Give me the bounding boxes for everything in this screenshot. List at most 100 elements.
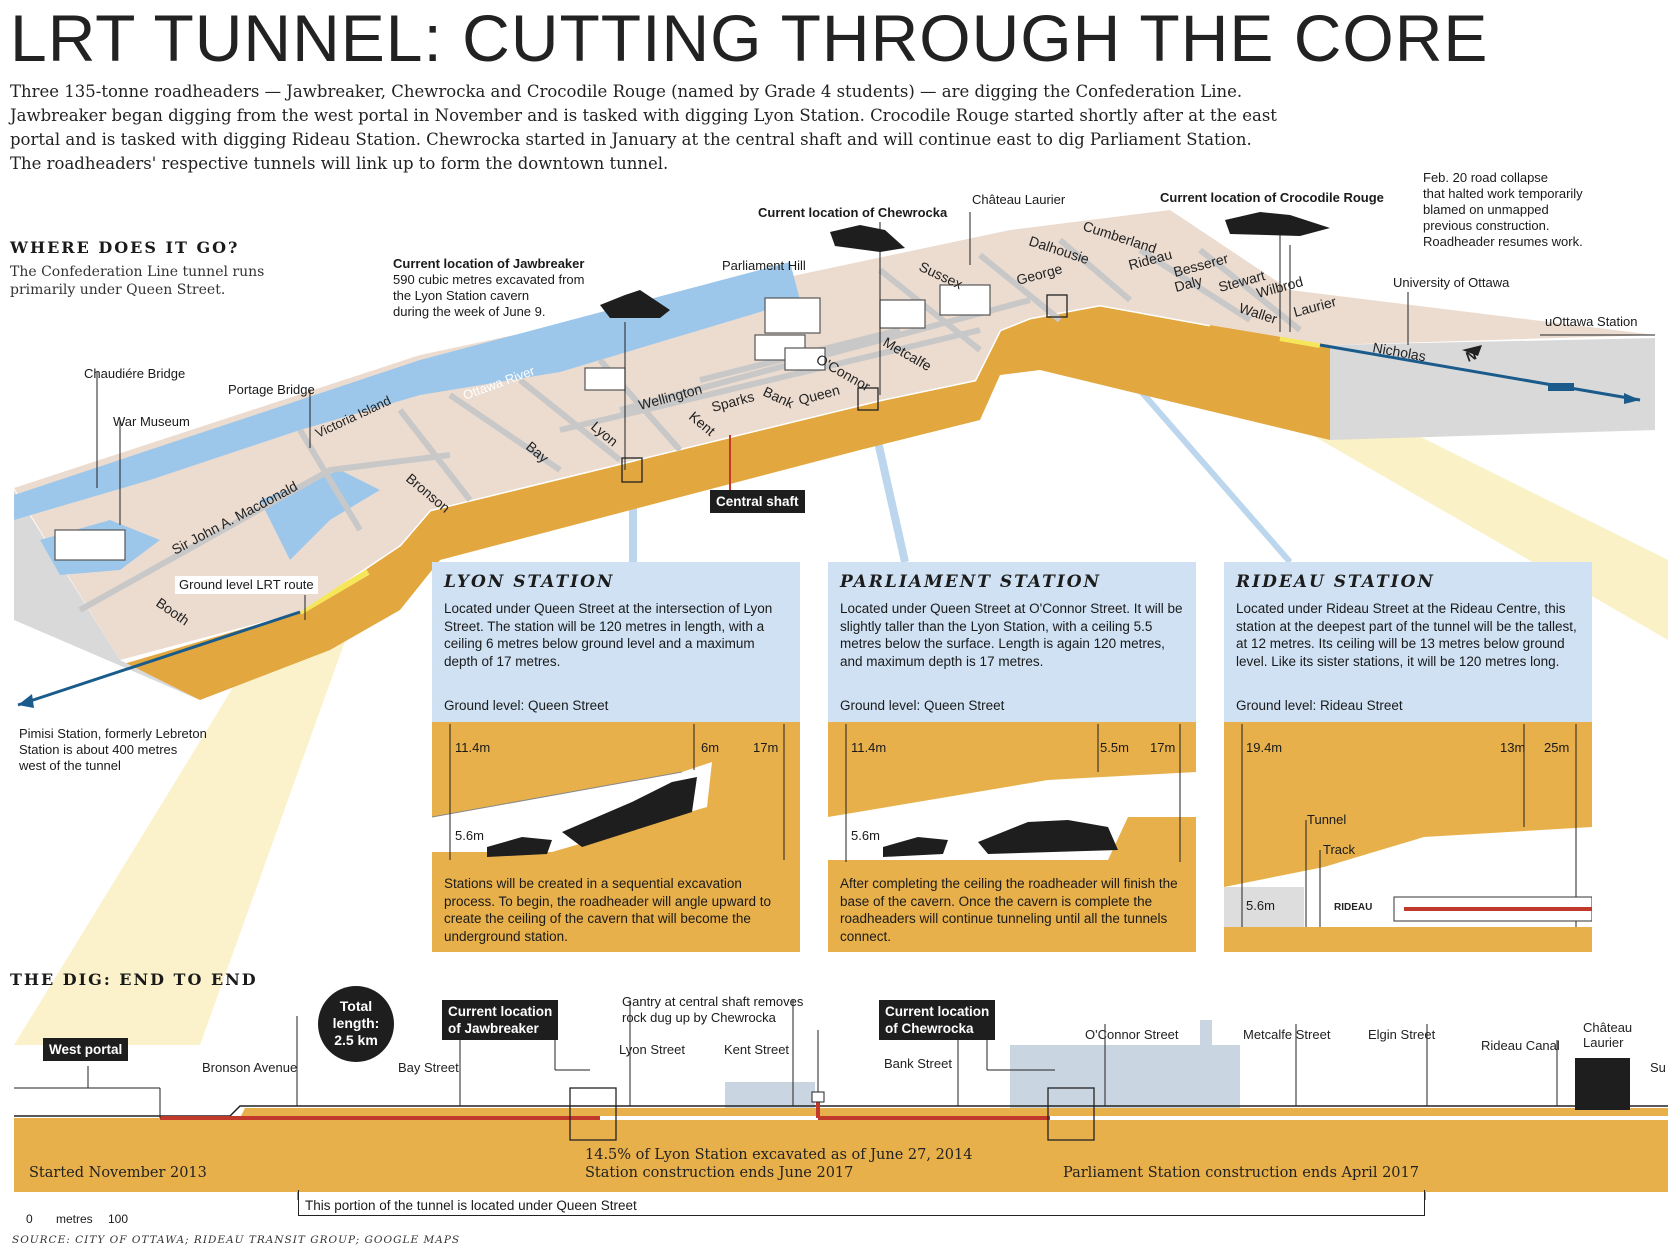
- where-sub-line: The Confederation Line tunnel runs: [10, 264, 265, 280]
- lyon-process-text: Stations will be created in a sequential…: [444, 876, 771, 944]
- track-label: Track: [1323, 842, 1356, 857]
- earth-slab: [120, 305, 1330, 700]
- jawbreaker-callout: Current location of Jawbreaker 590 cubic…: [393, 256, 584, 320]
- building: [584, 367, 626, 391]
- dimension-label: 19.4m: [1246, 740, 1283, 755]
- rideau-panel: [1224, 562, 1592, 722]
- portal-ramp-west: [298, 569, 370, 615]
- street-kent: Kent Street: [724, 1042, 790, 1057]
- lyon-station-marker: [621, 457, 643, 483]
- war-museum-building: [54, 529, 126, 561]
- street-lyon: Lyon Street: [619, 1042, 686, 1057]
- chewrocka-box: [1047, 1087, 1095, 1141]
- roadheaders: [600, 212, 1330, 318]
- portal-ramp-east: [1279, 335, 1321, 348]
- pimisi-note: Pimisi Station, formerly Lebreton Statio…: [19, 726, 207, 774]
- dimension-lines: [845, 724, 1181, 862]
- jawbreaker-location-line: of Jawbreaker: [448, 1021, 539, 1036]
- source-credit: SOURCE: CITY OF OTTAWA; RIDEAU TRANSIT G…: [12, 1234, 461, 1246]
- slab-side-west: [14, 490, 200, 700]
- collapse-line: that halted work temporarily: [1423, 186, 1583, 201]
- lyon-cavern-diagram: [432, 724, 800, 864]
- chateau-laurier-dig-label: Château Laurier: [1583, 1020, 1632, 1050]
- north-arrow-icon: [1462, 345, 1482, 356]
- parliament-panel-text: Located under Queen Street at O'Connor S…: [840, 601, 1183, 669]
- chewrocka-icon: [830, 225, 905, 252]
- lrt-east-arrow: [1624, 393, 1640, 404]
- uottawa-label: University of Ottawa: [1393, 275, 1510, 290]
- rideau-ground-label: Ground level: Rideau Street: [1236, 698, 1403, 713]
- pimisi-line: west of the tunnel: [19, 758, 121, 773]
- rideau-cavern-diagram: RIDEAU: [1224, 724, 1592, 927]
- building: [879, 299, 926, 329]
- page-title: LRT TUNNEL: CUTTING THROUGH THE CORE: [10, 1, 1489, 75]
- rideau-panel-text: Located under Rideau Street at the Ridea…: [1236, 601, 1577, 669]
- dig-earth: [14, 1118, 1668, 1192]
- collapse-note: Feb. 20 road collapse that halted work t…: [1423, 170, 1583, 250]
- ground-line: [14, 1105, 1668, 1117]
- uottawa-station-marker: [1548, 383, 1574, 391]
- war-museum-label: War Museum: [113, 414, 190, 429]
- street-bank: Bank Street: [884, 1056, 952, 1071]
- portage-bridge-label: Portage Bridge: [228, 382, 315, 397]
- dimension-label: 11.4m: [455, 740, 491, 755]
- tunnel-label: Tunnel: [1307, 812, 1347, 827]
- dimension-label: 6m: [701, 740, 720, 755]
- intro-line: The roadheaders' respective tunnels will…: [10, 154, 669, 173]
- parliament-station-marker: [857, 387, 879, 411]
- buildings: [54, 284, 991, 561]
- chateau-laurier-icon: [1575, 1058, 1630, 1110]
- started-label: Started November 2013: [29, 1165, 207, 1181]
- crocodile-callout: Current location of Crocodile Rouge: [1160, 190, 1384, 205]
- central-shaft-marker: [816, 1102, 820, 1118]
- dimension-label: 13m: [1500, 740, 1526, 755]
- collapse-line: Feb. 20 road collapse: [1423, 170, 1549, 185]
- pimisi-line: Station is about 400 metres: [19, 742, 178, 757]
- where-subtitle: The Confederation Line tunnel runs prima…: [10, 263, 264, 299]
- dimension-label: 5.6m: [1246, 898, 1275, 913]
- collapse-line: blamed on unmapped: [1423, 202, 1549, 217]
- lyon-beam: [14, 566, 372, 1045]
- map-label: Daly: [1173, 272, 1204, 295]
- scale-unit: metres: [56, 1212, 93, 1226]
- train-label: RIDEAU: [1334, 902, 1372, 913]
- street-metcalfe: Metcalfe Street: [1243, 1027, 1331, 1042]
- chateau-building: [939, 284, 991, 316]
- parliament-panel-title: PARLIAMENT STATION: [840, 572, 1102, 592]
- street-oconnor: O'Connor Street: [1085, 1027, 1179, 1042]
- ottawa-river: [14, 262, 800, 520]
- lyon-status-line: 14.5% of Lyon Station excavated as of Ju…: [585, 1147, 973, 1163]
- leader-lines: [96, 212, 1655, 620]
- where-sub-line: primarily under Queen Street.: [10, 282, 226, 298]
- chewrocka-location-label: Current location of Chewrocka: [879, 1000, 996, 1040]
- lrt-east-route: [1319, 343, 1641, 402]
- parliament-ground-label: Ground level: Queen Street: [840, 698, 1005, 713]
- roadheader-icon: [562, 777, 697, 847]
- lrt-west-arrow: [18, 694, 34, 708]
- rideau-panel-title: RIDEAU STATION: [1236, 572, 1435, 592]
- jawbreaker-location-label: Current location of Jawbreaker: [442, 1000, 559, 1040]
- dimension-lines: [1241, 724, 1577, 927]
- scale-hundred: 100: [108, 1212, 129, 1226]
- dig-heading: THE DIG: END TO END: [10, 970, 258, 989]
- intro-line: portal and is tasked with digging Rideau…: [10, 130, 1252, 149]
- parliament-status: Parliament Station construction ends Apr…: [1063, 1165, 1419, 1181]
- parliament-panel: [828, 562, 1196, 722]
- collapse-line: Roadheader resumes work.: [1423, 234, 1583, 249]
- central-shaft-label: Central shaft: [710, 490, 805, 513]
- roadheader-icon: [978, 820, 1118, 854]
- dimension-label: 25m: [1544, 740, 1570, 755]
- dig-profile: [14, 1000, 1668, 1200]
- jawbreaker-callout-line: the Lyon Station cavern: [393, 288, 530, 303]
- jawbreaker-box: [569, 1087, 617, 1141]
- intro-paragraph: Three 135-tonne roadheaders — Jawbreaker…: [10, 80, 1430, 176]
- pimisi-line: Pimisi Station, formerly Lebreton: [19, 726, 207, 741]
- chewrocka-location-line: of Chewrocka: [885, 1021, 974, 1036]
- scale-zero: 0: [26, 1212, 33, 1226]
- parliament-cavern-diagram: [828, 724, 1196, 862]
- total-length-line: Total: [339, 998, 373, 1014]
- lyon-ground-label: Ground level: Queen Street: [444, 698, 609, 713]
- uottawa-station-label: uOttawa Station: [1545, 314, 1638, 329]
- chateau-laurier-label: Château Laurier: [972, 192, 1066, 207]
- intro-line: Jawbreaker began digging from the west p…: [10, 106, 1277, 125]
